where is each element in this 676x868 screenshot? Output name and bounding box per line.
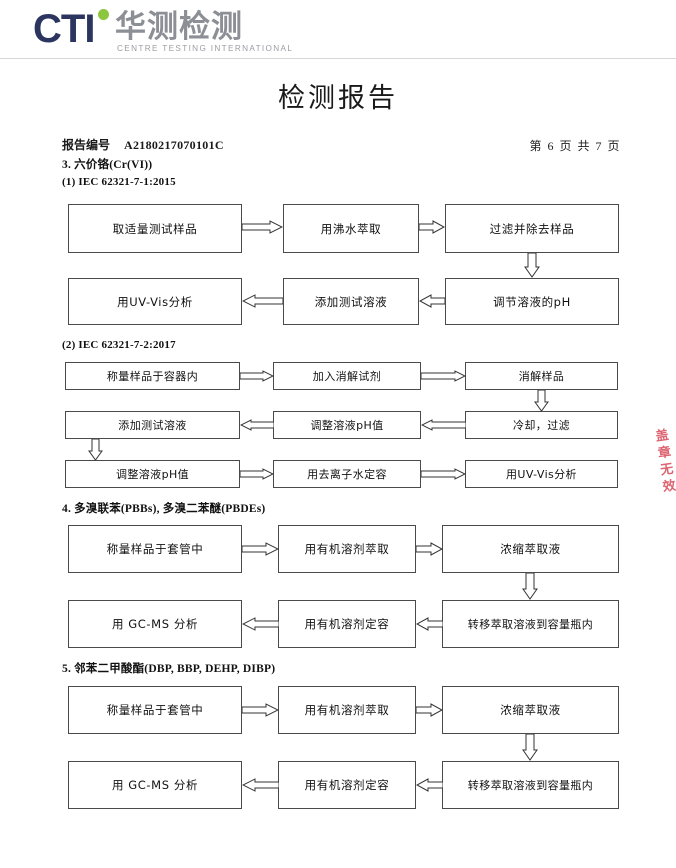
- flow-node: 用有机溶剂萃取: [278, 525, 416, 573]
- flow-node: 添加测试溶液: [65, 411, 240, 439]
- flow-node: 称量样品于套管中: [68, 525, 242, 573]
- flow-node: 用沸水萃取: [283, 204, 419, 253]
- flow-node: 调整溶液pH值: [273, 411, 421, 439]
- flow-node: 调节溶液的pH: [445, 278, 619, 325]
- flow-arrow-left-icon: [242, 294, 283, 308]
- flow-node: 添加测试溶液: [283, 278, 419, 325]
- logo-green-dot-icon: [98, 9, 109, 20]
- flow-arrow-right-icon: [240, 370, 274, 382]
- flow-arrow-left-icon: [242, 778, 279, 792]
- flow-arrow-right-icon: [421, 370, 466, 382]
- flow-node: 浓缩萃取液: [442, 686, 619, 734]
- flow-node: 加入消解试剂: [273, 362, 421, 390]
- flow-node: 消解样品: [465, 362, 618, 390]
- flow-node: 转移萃取溶液到容量瓶内: [442, 761, 619, 809]
- flow-node: 用有机溶剂定容: [278, 600, 416, 648]
- flow-arrow-right-icon: [242, 220, 283, 234]
- flow-node: 用UV-Vis分析: [68, 278, 242, 325]
- section-heading-4: 4. 多溴联苯(PBBs), 多溴二苯醚(PBDEs): [62, 503, 266, 515]
- flow-arrow-right-icon: [242, 703, 279, 717]
- section-heading-3: 3. 六价铬(Cr(VI)): [62, 159, 153, 171]
- flow-node: 用有机溶剂定容: [278, 761, 416, 809]
- flow-arrow-left-icon: [240, 419, 274, 431]
- flow-node: 浓缩萃取液: [442, 525, 619, 573]
- logo-chinese-name: 华测检测: [115, 9, 243, 44]
- section-heading-5: 5. 邻苯二甲酸酯(DBP, BBP, DEHP, DIBP): [62, 663, 276, 675]
- company-logo: CTI 华测检测 CENTRE TESTING INTERNATIONAL: [33, 7, 292, 53]
- flow-arrow-left-icon: [242, 617, 279, 631]
- flow-node: 过滤并除去样品: [445, 204, 619, 253]
- report-number: 报告编号 A2180217070101C: [62, 136, 224, 153]
- flow-arrow-left-icon: [416, 617, 443, 631]
- flow-arrow-right-icon: [419, 220, 445, 234]
- report-number-value: A2180217070101C: [124, 138, 224, 152]
- flow-arrow-right-icon: [416, 703, 443, 717]
- report-number-label: 报告编号: [62, 138, 111, 152]
- flow-node: 调整溶液pH值: [65, 460, 240, 488]
- page-indicator: 第 6 页 共 7 页: [529, 139, 621, 153]
- stamp-watermark: 盖 章 无 效: [648, 426, 676, 497]
- flow-node: 用 GC-MS 分析: [68, 761, 242, 809]
- flow-arrow-right-icon: [242, 542, 279, 556]
- page-title: 检测报告: [278, 83, 398, 114]
- logo-mark-text: CTI: [33, 7, 95, 51]
- flow-arrow-right-icon: [240, 468, 274, 480]
- flow-arrow-right-icon: [421, 468, 466, 480]
- watermark-char: 效: [661, 478, 676, 496]
- flow-arrow-left-icon: [421, 419, 466, 431]
- flow-arrow-down-icon: [522, 573, 538, 600]
- flow-node: 称量样品于套管中: [68, 686, 242, 734]
- flow-node: 冷却，过滤: [465, 411, 618, 439]
- flow-arrow-left-icon: [416, 778, 443, 792]
- logo-english-name: CENTRE TESTING INTERNATIONAL: [117, 44, 294, 53]
- flow-arrow-down-icon: [522, 734, 538, 761]
- flow-arrow-left-icon: [419, 294, 445, 308]
- subsection-heading-3-1: (1) IEC 62321-7-1:2015: [62, 176, 176, 188]
- flow-arrow-down-icon: [88, 439, 103, 461]
- flow-node: 用去离子水定容: [273, 460, 421, 488]
- flow-node: 用有机溶剂萃取: [278, 686, 416, 734]
- header-divider: [0, 58, 676, 59]
- flow-node: 转移萃取溶液到容量瓶内: [442, 600, 619, 648]
- flow-arrow-right-icon: [416, 542, 443, 556]
- flow-arrow-down-icon: [534, 390, 549, 412]
- subsection-heading-3-2: (2) IEC 62321-7-2:2017: [62, 339, 176, 351]
- flow-node: 称量样品于容器内: [65, 362, 240, 390]
- flow-node: 用 GC-MS 分析: [68, 600, 242, 648]
- flow-arrow-down-icon: [524, 253, 540, 278]
- flow-node: 用UV-Vis分析: [465, 460, 618, 488]
- flow-node: 取适量测试样品: [68, 204, 242, 253]
